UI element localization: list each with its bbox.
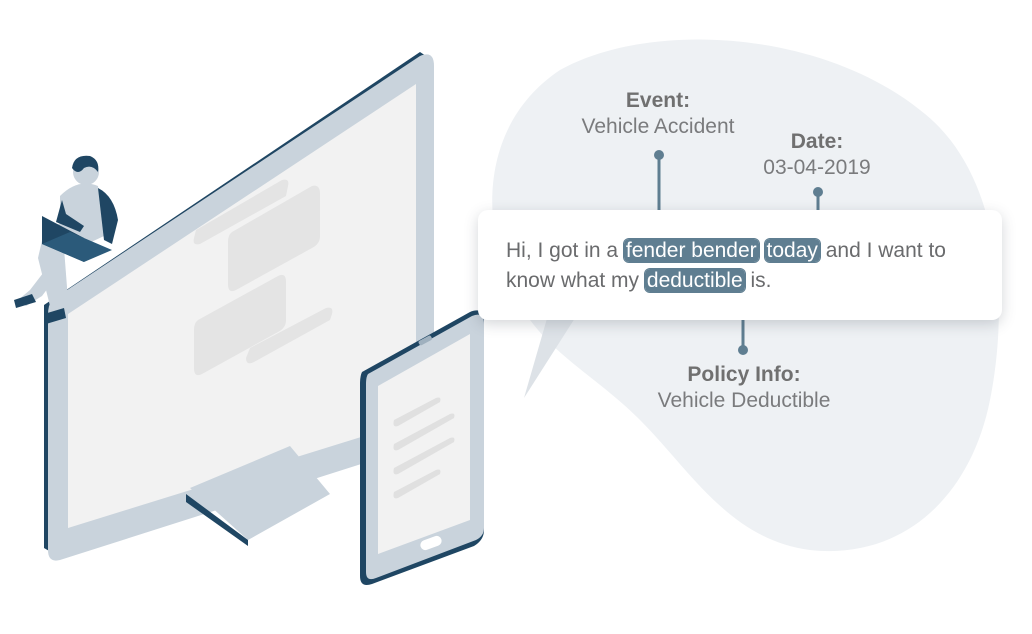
policy-title: Policy Info: bbox=[687, 363, 801, 386]
highlight-fender-bender: fender bender bbox=[623, 239, 759, 262]
chat-message: Hi, I got in a fender bender today and I… bbox=[506, 236, 986, 296]
message-text-4: is. bbox=[744, 269, 772, 292]
message-text-2 bbox=[759, 239, 765, 262]
event-connector-dot bbox=[654, 150, 664, 160]
highlight-deductible: deductible bbox=[644, 269, 745, 292]
date-title: Date: bbox=[790, 130, 844, 153]
speech-bubble-tail bbox=[524, 315, 575, 398]
tablet-device bbox=[360, 310, 484, 585]
policy-value: Vehicle Deductible bbox=[657, 389, 831, 412]
monitor-stand-base bbox=[186, 494, 248, 546]
policy-annotation: Policy Info: Vehicle Deductible bbox=[624, 362, 864, 414]
person-with-laptop bbox=[14, 155, 118, 324]
screen-placeholders bbox=[193, 179, 333, 376]
policy-connector-dot bbox=[738, 345, 748, 355]
date-annotation: Date: 03-04-2019 bbox=[732, 129, 902, 181]
event-annotation: Event: Vehicle Accident bbox=[548, 88, 768, 140]
message-text-3: and I want to know what my bbox=[506, 239, 946, 292]
monitor-stand bbox=[190, 446, 330, 540]
date-connector-dot bbox=[813, 187, 823, 197]
event-title: Event: bbox=[625, 89, 691, 112]
message-text-1: Hi, I got in a bbox=[506, 239, 624, 262]
date-value: 03-04-2019 bbox=[763, 156, 871, 179]
event-value: Vehicle Accident bbox=[581, 115, 735, 138]
message-card bbox=[478, 210, 1002, 320]
highlight-today: today bbox=[764, 239, 820, 262]
